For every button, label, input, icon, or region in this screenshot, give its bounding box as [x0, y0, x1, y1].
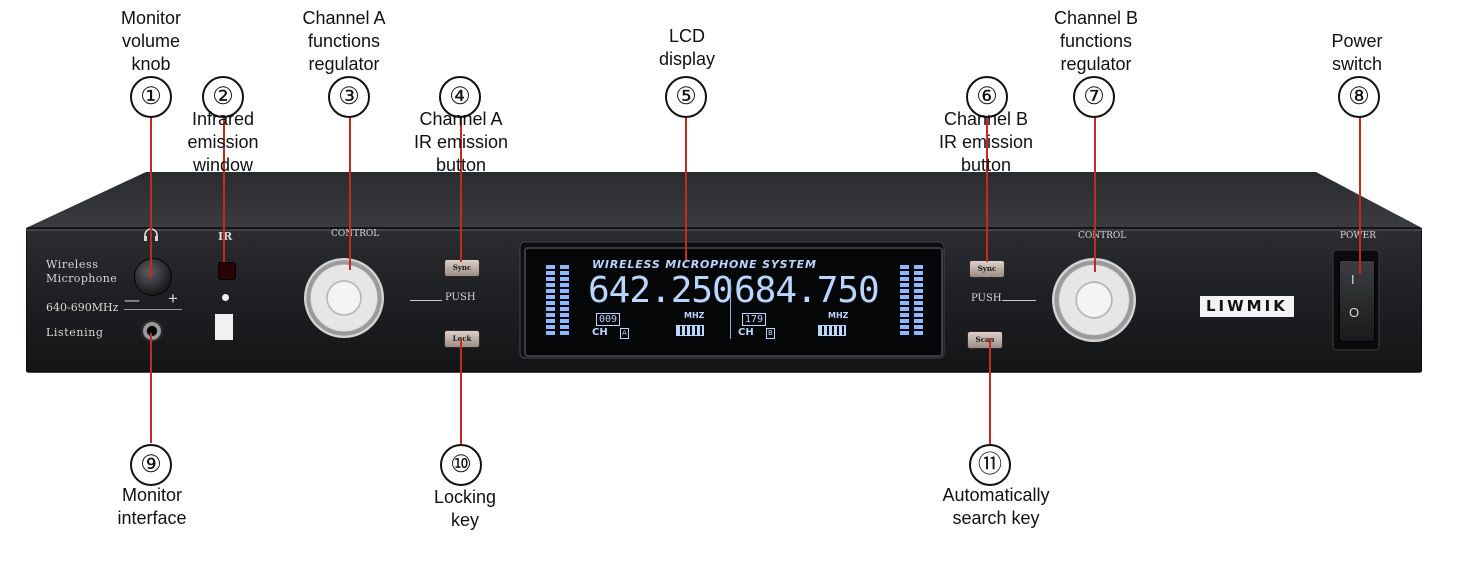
leader-line-10 — [460, 338, 462, 444]
label-channel-a-regulator: Channel A functions regulator — [302, 8, 386, 74]
lcd-divider — [730, 279, 731, 339]
ir-label: IR — [218, 230, 233, 243]
leader-line-1 — [150, 116, 152, 278]
level-meter-a2 — [560, 265, 569, 337]
leader-line-3 — [349, 116, 351, 270]
monitor-jack[interactable] — [141, 320, 163, 342]
channel-b-letter: B — [766, 328, 775, 339]
ir-indicator-bar — [215, 314, 233, 340]
level-meter-b1 — [900, 265, 909, 337]
power-label: POWER — [1340, 231, 1376, 241]
push-a-label: PUSH — [445, 292, 476, 303]
label-channel-a-ir-button: Channel A IR emission button — [413, 109, 509, 175]
control-b-label: CONTROL — [1078, 231, 1127, 241]
channel-b-number: 179 — [742, 313, 767, 326]
microphone-label: Microphone — [46, 272, 118, 285]
leader-line-9 — [150, 333, 152, 443]
scan-button[interactable]: Scan — [967, 331, 1003, 349]
label-monitor-interface: Monitor interface — [117, 485, 187, 528]
channel-b-ch-label: CH — [738, 327, 754, 338]
callout-number-2: ② — [202, 76, 244, 118]
leader-line-7 — [1094, 116, 1096, 272]
label-monitor-volume-knob: Monitor volume knob — [120, 8, 182, 74]
leader-line-6 — [986, 116, 988, 262]
ir-indicator-dot — [222, 294, 229, 301]
leader-line-11 — [989, 338, 991, 444]
leader-line-4 — [460, 116, 462, 262]
callout-number-3: ③ — [328, 76, 370, 118]
push-a-line — [410, 300, 442, 301]
frequency-b: 684.750 — [734, 270, 880, 311]
leader-line-5 — [685, 116, 687, 260]
battery-b-icon — [818, 325, 846, 336]
leader-line-8 — [1359, 116, 1361, 274]
power-on-mark: I — [1351, 272, 1355, 287]
label-locking-key: Locking key — [433, 487, 497, 530]
label-infrared-emission-window: Infrared emission window — [187, 109, 259, 175]
callout-number-9: ⑨ — [130, 444, 172, 486]
volume-plus-sign: + — [168, 289, 178, 308]
callout-number-7: ⑦ — [1073, 76, 1115, 118]
volume-minus-sign: — — [124, 290, 140, 309]
label-lcd-display: LCD display — [658, 26, 716, 69]
channel-a-ch-label: CH — [592, 327, 608, 338]
label-channel-b-ir-button: Channel B IR emission button — [938, 109, 1034, 175]
push-b-line — [1002, 300, 1036, 301]
channel-a-number: 009 — [596, 313, 621, 326]
lcd-title: WIRELESS MICROPHONE SYSTEM — [592, 258, 817, 271]
channel-a-letter: A — [620, 328, 629, 339]
callout-number-8: ⑧ — [1338, 76, 1380, 118]
callout-number-6: ⑥ — [966, 76, 1008, 118]
label-power-switch: Power switch — [1331, 31, 1383, 74]
callout-number-11: ⑪ — [969, 444, 1011, 486]
callout-number-5: ⑤ — [665, 76, 707, 118]
unit-b: MHZ — [828, 311, 849, 320]
battery-a-icon — [676, 325, 704, 336]
lock-button[interactable]: Lock — [444, 330, 480, 348]
level-meter-a1 — [546, 265, 555, 337]
monitor-volume-knob[interactable] — [134, 258, 172, 296]
frequency-a: 642.250 — [588, 270, 734, 311]
brand-logo-plate — [1200, 296, 1294, 317]
sync-a-button[interactable]: Sync — [444, 259, 480, 277]
control-a-label: CONTROL — [331, 229, 380, 239]
brand-logo: LIWMIK — [1206, 297, 1288, 315]
power-off-mark: O — [1349, 305, 1360, 320]
unit-a: MHZ — [684, 311, 705, 320]
receiver-front-panel: Wireless Microphone 640-690MHz Listening… — [26, 172, 1422, 374]
infrared-emission-window — [218, 262, 236, 280]
lcd-display: WIRELESS MICROPHONE SYSTEM 642.250 684.7… — [524, 247, 943, 357]
channel-a-control-knob[interactable] — [304, 258, 384, 338]
sync-b-button[interactable]: Sync — [969, 260, 1005, 278]
callout-number-4: ④ — [439, 76, 481, 118]
power-switch[interactable] — [1339, 260, 1375, 342]
listening-label: Listening — [46, 326, 104, 339]
wireless-label: Wireless — [46, 258, 99, 271]
volume-scale-line — [124, 309, 182, 310]
push-b-label: PUSH — [971, 293, 1002, 304]
frequency-range-label: 640-690MHz — [46, 301, 119, 314]
level-meter-b2 — [914, 265, 923, 337]
leader-line-2 — [223, 116, 225, 262]
channel-b-control-knob[interactable] — [1052, 258, 1136, 342]
callout-number-1: ① — [130, 76, 172, 118]
callout-number-10: ⑩ — [440, 444, 482, 486]
label-auto-search-key: Automatically search key — [942, 485, 1050, 528]
label-channel-b-regulator: Channel B functions regulator — [1053, 8, 1139, 74]
